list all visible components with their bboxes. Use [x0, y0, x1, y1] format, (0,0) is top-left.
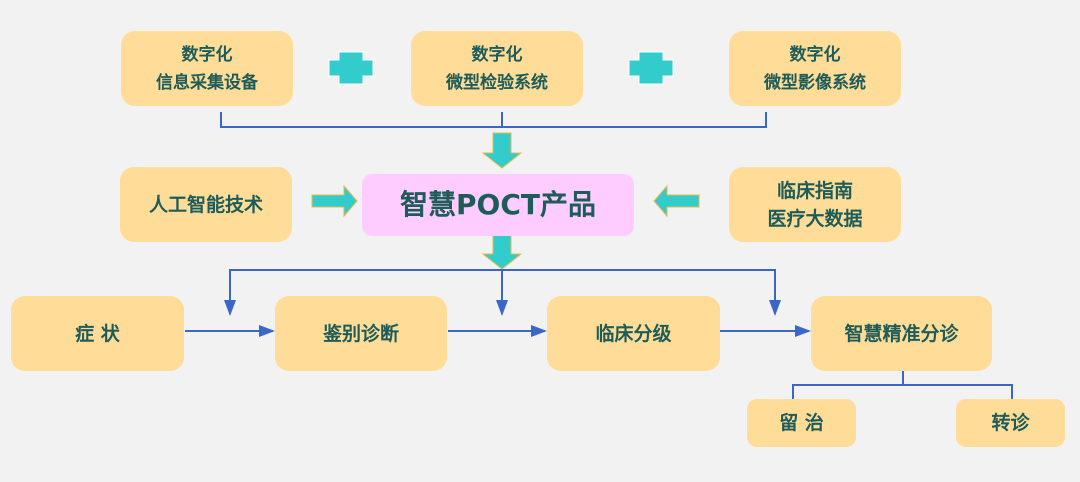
input-line1: 数字化 — [471, 44, 523, 65]
outcome-label: 转诊 — [991, 412, 1030, 434]
ai-technology-label: 人工智能技术 — [148, 193, 263, 216]
arrow-right-icon — [311, 184, 358, 218]
guidelines-line1: 临床指南 — [776, 179, 853, 202]
arrow-down-icon — [481, 233, 523, 270]
input-line2: 信息采集设备 — [156, 72, 258, 93]
flow-step-label: 临床分级 — [595, 322, 672, 345]
input-line1: 数字化 — [789, 44, 841, 65]
outcome-label: 留 治 — [779, 412, 824, 434]
ai-technology-box: 人工智能技术 — [120, 167, 292, 242]
flow-step-label: 智慧精准分诊 — [844, 322, 959, 345]
input-micro-imaging: 数字化 微型影像系统 — [729, 31, 901, 106]
outcome-referral: 转诊 — [956, 399, 1065, 447]
guidelines-line2: 医疗大数据 — [767, 207, 863, 230]
smart-poct-title: 智慧POCT产品 — [400, 188, 596, 221]
plus-icon — [328, 51, 374, 85]
outcome-bracket — [792, 384, 1013, 399]
input-line1: 数字化 — [181, 44, 233, 65]
flow-step-label: 鉴别诊断 — [322, 322, 399, 345]
arrow-down-icon — [481, 132, 523, 169]
flow-step-label: 症 状 — [75, 322, 120, 345]
smart-poct-product-box: 智慧POCT产品 — [362, 174, 634, 236]
arrow-left-icon — [653, 184, 700, 218]
input-micro-test: 数字化 微型检验系统 — [411, 31, 583, 106]
flow-step-clinical-grading: 临床分级 — [547, 296, 720, 371]
outcome-keep-treat: 留 治 — [747, 399, 856, 447]
plus-icon — [628, 51, 674, 85]
guidelines-bigdata-box: 临床指南 医疗大数据 — [729, 167, 901, 242]
top-bracket-line — [220, 112, 767, 128]
input-line2: 微型检验系统 — [446, 72, 548, 93]
flow-step-smart-triage: 智慧精准分诊 — [811, 296, 992, 371]
input-info-collection: 数字化 信息采集设备 — [121, 31, 293, 106]
flow-step-differential-diagnosis: 鉴别诊断 — [275, 296, 447, 371]
flow-step-symptoms: 症 状 — [11, 296, 184, 371]
input-line2: 微型影像系统 — [764, 72, 866, 93]
